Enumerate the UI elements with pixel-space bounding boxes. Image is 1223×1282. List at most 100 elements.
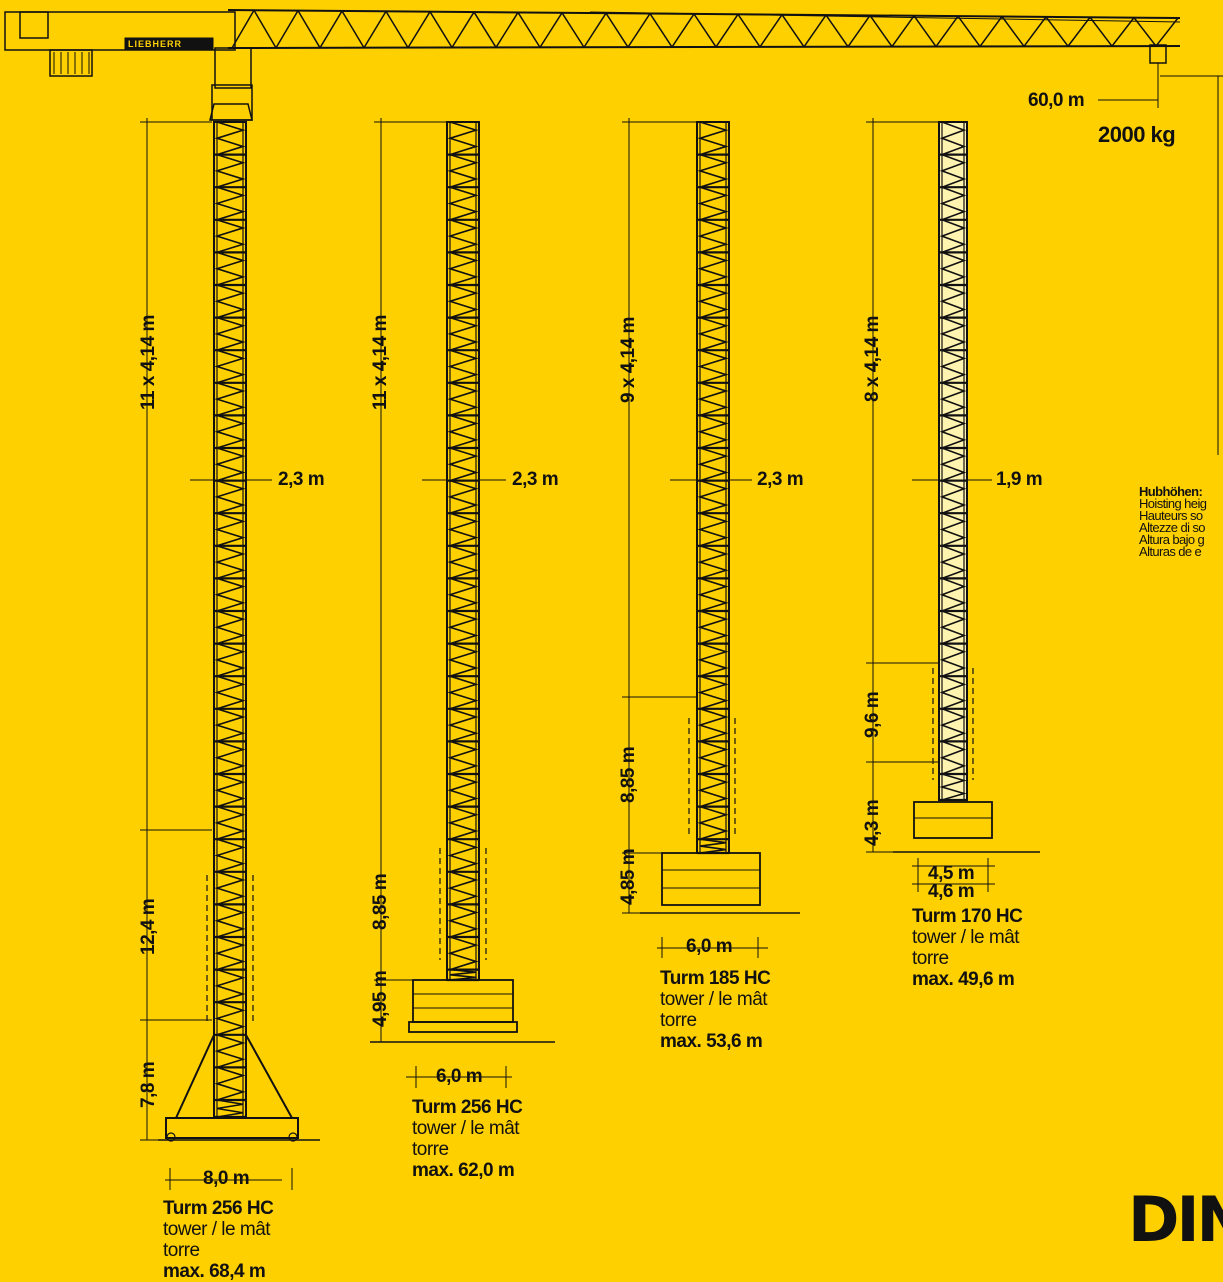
jib-lattice xyxy=(451,11,475,48)
t1-mast-lattice xyxy=(214,1066,246,1101)
t2-mast-lattice xyxy=(447,382,479,417)
t4-mast-lattice xyxy=(939,186,967,221)
jib-lattice xyxy=(979,16,1003,47)
t4-base-label-b: 4,6 m xyxy=(928,881,975,902)
brand-logo: LIEBHERR xyxy=(128,39,183,49)
jib-lattice xyxy=(561,12,585,48)
t3-mast-lattice xyxy=(697,675,729,710)
t2-mast-lattice xyxy=(447,708,479,743)
t4-mast-lattice xyxy=(939,121,967,156)
t4-mast-lattice xyxy=(939,512,967,547)
t2-mast-lattice xyxy=(447,610,479,645)
jib-lattice xyxy=(847,14,871,48)
t3-mast-lattice xyxy=(697,349,729,384)
jib-lattice xyxy=(275,10,299,49)
t2-line2: tower / le mât xyxy=(412,1118,520,1139)
t1-mast-lattice xyxy=(214,479,246,514)
jib-lattice xyxy=(385,10,409,49)
jib-lattice xyxy=(913,15,937,47)
t1-mast-lattice xyxy=(216,1099,244,1118)
brand-plate xyxy=(124,37,214,51)
t1-mast-lattice xyxy=(214,121,246,156)
t1-mast-lattice xyxy=(214,903,246,938)
t2-lower1-label: 8,85 m xyxy=(370,873,391,930)
jib-lattice xyxy=(253,9,277,49)
t4-mast-lattice xyxy=(939,642,967,677)
t1-mast-lattice xyxy=(214,349,246,384)
t4-line2: tower / le mât xyxy=(912,927,1020,948)
t4-line3: torre xyxy=(912,948,949,969)
t2-mast-lattice xyxy=(447,740,479,775)
t1-mast-lattice xyxy=(214,316,246,351)
t3-mast-lattice xyxy=(697,740,729,775)
t3-mast xyxy=(696,121,730,855)
t3-width-label: 2,3 m xyxy=(757,469,804,490)
t3-mast-lattice xyxy=(697,414,729,449)
t1-mast-lattice xyxy=(214,186,246,221)
t1-mast-lattice xyxy=(214,1001,246,1036)
hub-title: Hubhöhen: xyxy=(1139,484,1203,499)
t2-mast-lattice xyxy=(447,447,479,482)
jib-lattice xyxy=(891,15,915,48)
t2-mast-lattice xyxy=(447,316,479,351)
slewing-unit xyxy=(211,84,253,121)
jib-lattice xyxy=(1045,16,1069,47)
t4-mast-lattice xyxy=(939,479,967,514)
t2-mast-lattice xyxy=(447,251,479,286)
t1-mast-lattice xyxy=(214,675,246,710)
t4-ballast xyxy=(913,801,993,839)
t2-mast-lattice xyxy=(447,545,479,580)
jib-lattice xyxy=(1067,16,1091,47)
t2-mast-lattice xyxy=(447,414,479,449)
t2-mast-lattice xyxy=(447,479,479,514)
t4-max: max. 49,6 m xyxy=(912,969,1015,990)
t3-mast-lattice xyxy=(697,447,729,482)
radius-label: 60,0 m xyxy=(1028,90,1085,111)
jib-lattice xyxy=(407,11,431,49)
t4-mast-lattice xyxy=(939,577,967,612)
jib-lattice xyxy=(759,14,783,48)
jib-lattice xyxy=(341,10,365,49)
t3-mast-lattice xyxy=(697,479,729,514)
t4-mast-lattice xyxy=(939,349,967,384)
t2-mast-lattice xyxy=(447,838,479,873)
jib-lattice xyxy=(1089,16,1113,47)
t1-width-label: 2,3 m xyxy=(278,469,325,490)
t2-mast-lattice xyxy=(447,675,479,710)
jib-lattice xyxy=(429,11,453,48)
t3-mast-lattice xyxy=(697,382,729,417)
t3-mast-lattice xyxy=(697,545,729,580)
din-logo: DIN xyxy=(1128,1183,1223,1256)
jib-lattice xyxy=(605,12,629,48)
t2-line3: torre xyxy=(412,1139,449,1160)
t3-mast-lattice xyxy=(697,512,729,547)
t2-mast-lattice xyxy=(447,871,479,906)
t4-lower2-label: 4,3 m xyxy=(862,799,883,846)
t3-mast-lattice xyxy=(697,186,729,221)
hub-line-2: Hauteurs so xyxy=(1139,508,1203,523)
t2-mast-lattice xyxy=(447,936,479,971)
t3-mast-lattice xyxy=(697,284,729,319)
t2-mast-lattice xyxy=(447,284,479,319)
trolley xyxy=(1149,44,1167,64)
t3-mast-lattice xyxy=(697,577,729,612)
t2-mast-lattice xyxy=(447,805,479,840)
t1-mast-lattice xyxy=(214,447,246,482)
t4-mast xyxy=(938,121,968,802)
t1-max: max. 68,4 m xyxy=(163,1261,266,1282)
slewing-ring xyxy=(209,103,253,121)
jib-lattice xyxy=(495,12,519,48)
t1-mast-lattice xyxy=(214,610,246,645)
t2-mast-lattice xyxy=(447,219,479,254)
t4-mast-lattice xyxy=(939,382,967,417)
t4-mast-lattice xyxy=(939,447,967,482)
t4-mast-lattice xyxy=(939,316,967,351)
t3-mast-lattice xyxy=(697,219,729,254)
counter-jib-cab xyxy=(19,11,49,39)
t1-lower1-label: 12,4 m xyxy=(138,898,159,955)
t1-base-strut-l xyxy=(175,1034,215,1119)
hub-line-5: Alturas de e xyxy=(1139,544,1202,559)
t2-width-label: 2,3 m xyxy=(512,469,559,490)
t3-name: Turm 185 HC xyxy=(660,968,771,989)
t2-lower2-label: 4,95 m xyxy=(370,970,391,1027)
